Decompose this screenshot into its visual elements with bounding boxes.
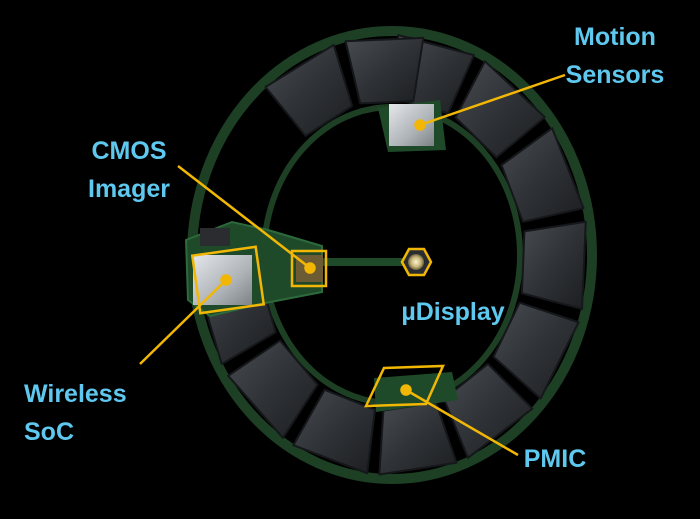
wireless-soc-highlight [190,245,266,315]
wireless-soc-callout-dot [220,274,232,286]
cmos-imager-callout-line [177,165,311,269]
wireless-soc-label-line1: Wireless [24,380,127,408]
pmic-callout-dot [400,384,412,396]
motion-sensors-label-line2: Sensors [565,61,665,89]
battery-segment [292,388,376,475]
pmic-label-text: PMIC [523,445,587,473]
callouts [139,73,566,457]
battery-segment [454,60,546,159]
left-pcb-chip-small [200,228,230,246]
udisplay-label-text: µDisplay [401,298,505,326]
battery-segment [264,43,354,137]
cmos-imager-highlight [290,249,328,288]
battery-segment [227,339,319,439]
pcb-trace [322,258,406,266]
cmos-imager-label: CMOS Imager [66,132,192,208]
wireless-soc-callout-line [139,279,227,365]
cmos-imager-label-line1: CMOS [91,137,167,165]
battery-segment [492,301,580,400]
cmos-imager-callout-dot [304,262,316,274]
pmic-label: PMIC [505,440,605,478]
udisplay-label: µDisplay [378,293,528,331]
udisplay-lens [408,254,424,270]
motion-sensors-chip [389,104,434,146]
wireless-soc-label: Wireless SoC [10,375,150,451]
battery-segments [196,34,587,476]
wireless-soc-label-line2: SoC [24,418,74,446]
pmic-highlight [363,364,445,408]
motion-sensors-label: Motion Sensors [552,18,678,94]
motion-sensors-callout-dot [414,119,426,131]
battery-segment [500,127,585,223]
cmos-imager-label-line2: Imager [88,175,170,203]
motion-sensors-callout-line [419,73,566,127]
battery-segment [520,220,587,310]
motion-sensors-label-line1: Motion [574,23,656,51]
battery-segment [344,36,425,105]
pmic-callout-line [405,388,519,457]
